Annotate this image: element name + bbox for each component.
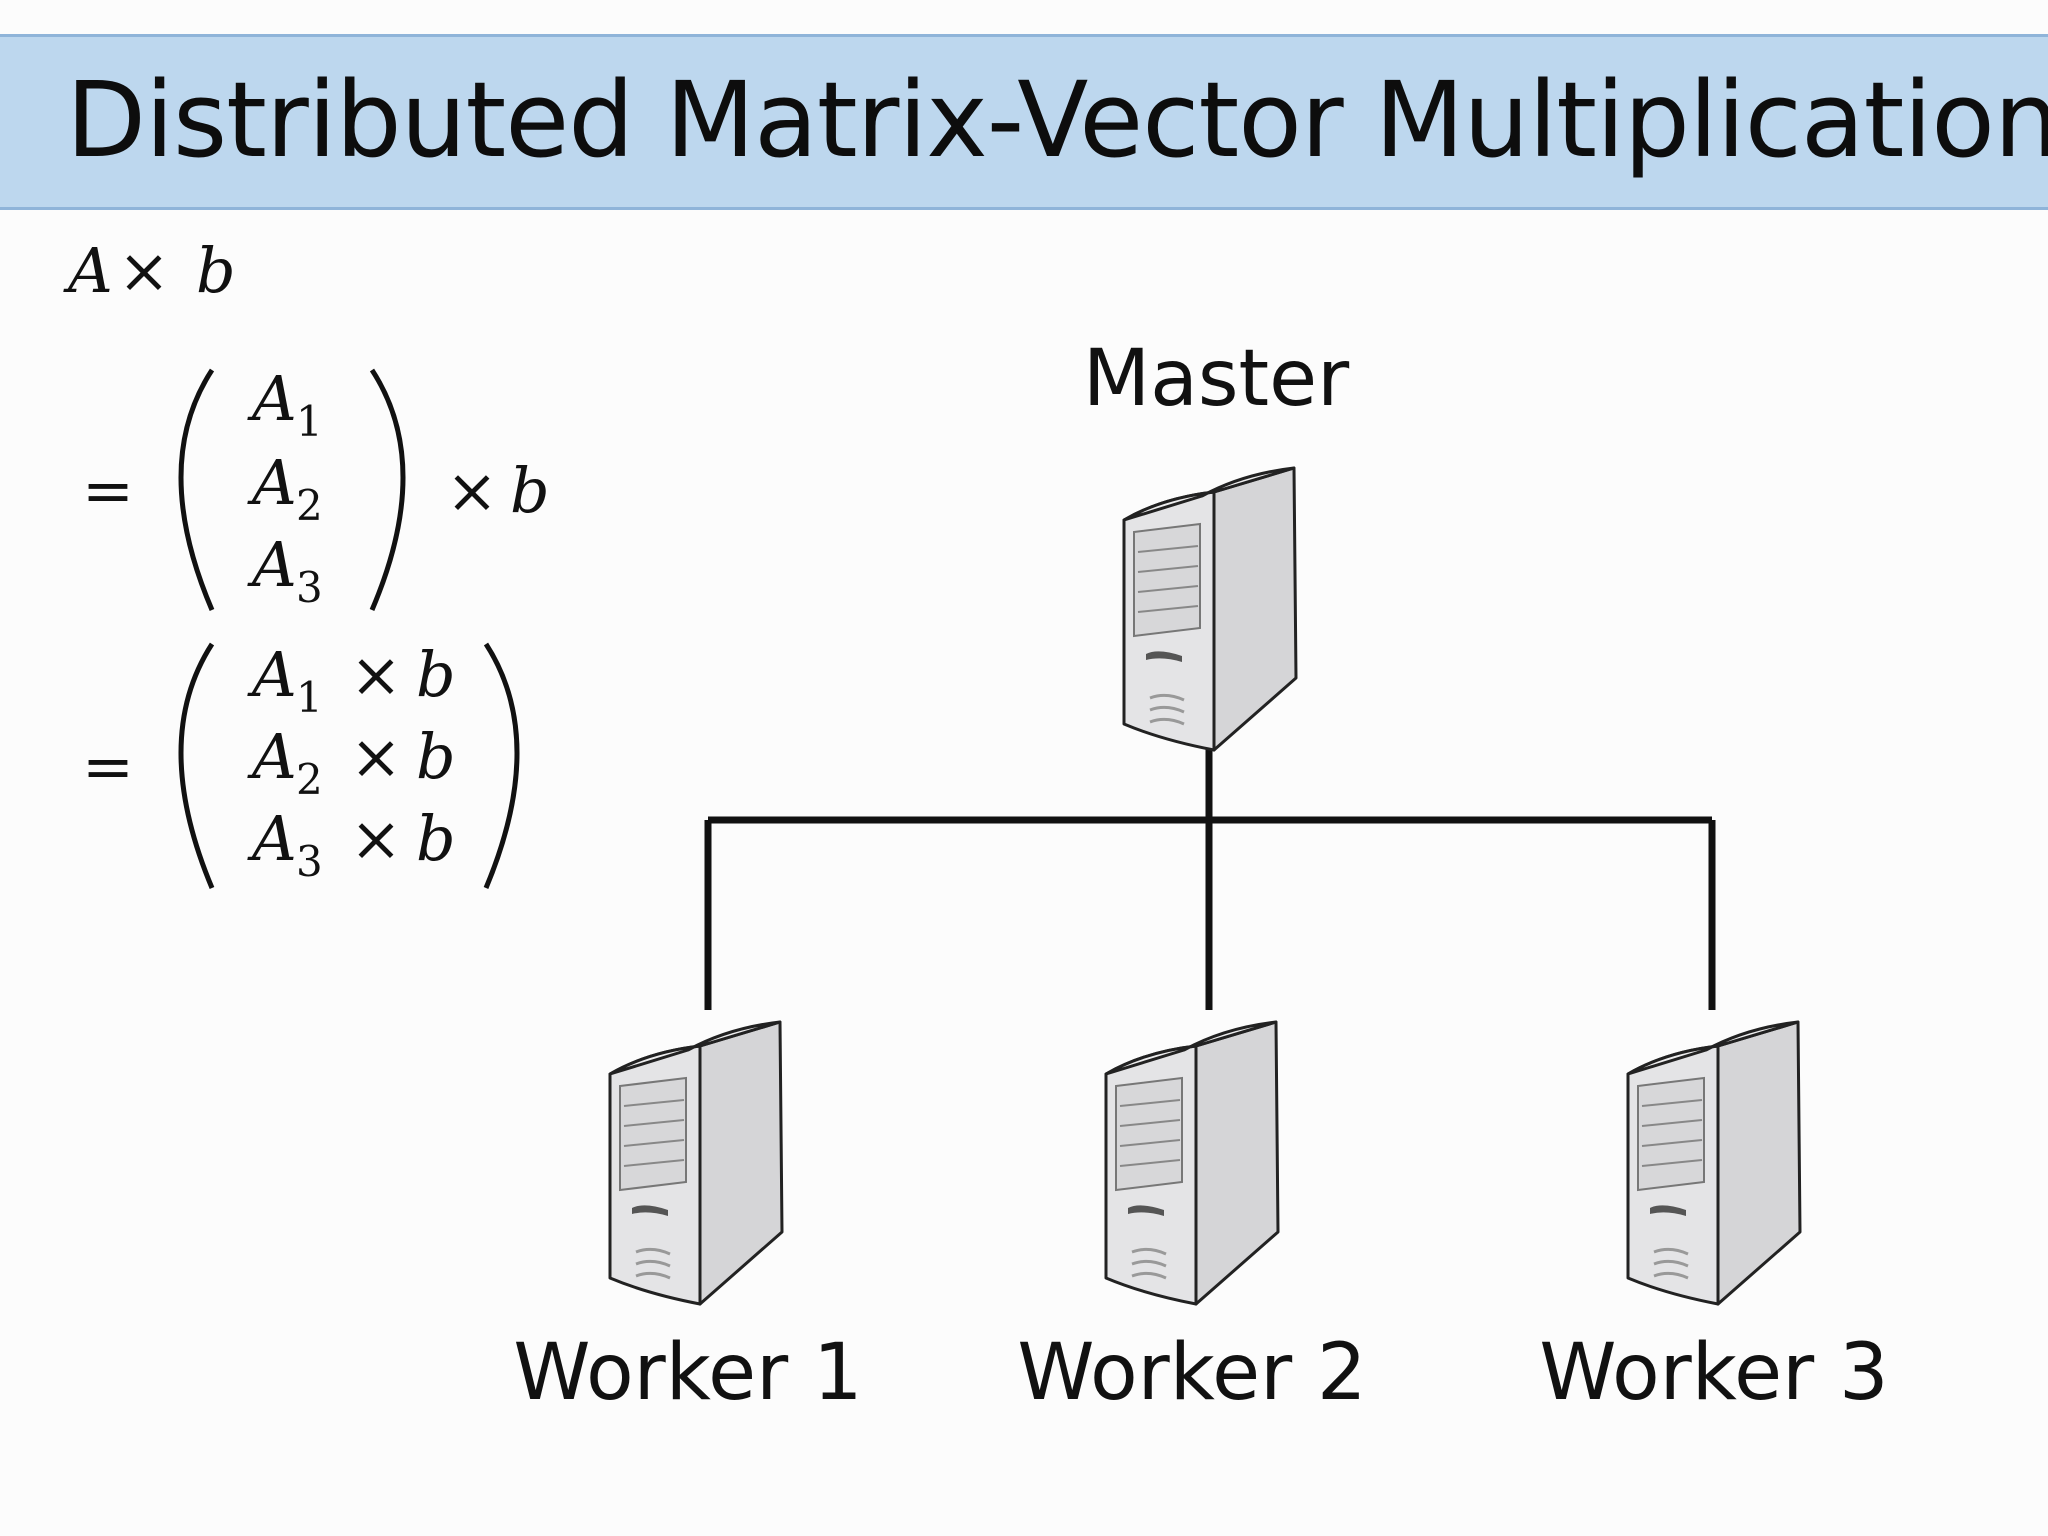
matrix-row-sub: 1 — [296, 397, 323, 446]
equation-times: × — [350, 638, 402, 711]
matrix-row-sub: 2 — [296, 481, 323, 530]
equation-var-b: b — [416, 638, 456, 711]
matrix-row-sub: 3 — [296, 563, 323, 612]
worker-1-label: Worker 1 — [513, 1328, 863, 1418]
worker-2-server-icon — [1104, 1020, 1280, 1306]
equation-times: × — [350, 720, 402, 793]
left-paren — [178, 368, 215, 611]
equation-var-b: b — [510, 454, 550, 527]
equation-line-1: A × b — [63, 240, 236, 307]
title-bar: Distributed Matrix-Vector Multiplication — [0, 34, 2048, 210]
master-label: Master — [1082, 334, 1350, 424]
matrix-row-var: A — [247, 446, 297, 519]
matrix-row-var: A — [247, 528, 297, 601]
slide-title: Distributed Matrix-Vector Multiplication — [66, 59, 2048, 181]
equation-times: × — [118, 240, 170, 307]
equation-var-A: A — [63, 240, 113, 307]
matrix-row-var: A — [247, 720, 297, 793]
matrix-row-var: A — [247, 638, 297, 711]
equation-times: × — [350, 802, 402, 875]
worker-2-label: Worker 2 — [1017, 1328, 1367, 1418]
equation-line-3: = A 1 × b A 2 × b A 3 × b — [82, 638, 520, 889]
right-paren — [369, 368, 406, 611]
equation-var-b: b — [416, 720, 456, 793]
left-paren — [178, 642, 215, 889]
master-server-icon — [1122, 466, 1298, 752]
matrix-row-sub: 1 — [296, 673, 323, 722]
equation-equals: = — [82, 730, 134, 803]
worker-3-server-icon — [1626, 1020, 1802, 1306]
equation-var-b: b — [416, 802, 456, 875]
equation-block: A × b = A 1 A 2 A 3 × b = A 1 × b A 2 × … — [63, 240, 550, 889]
worker-1-server-icon — [608, 1020, 784, 1306]
equation-times: × — [446, 454, 498, 527]
matrix-row-var: A — [247, 802, 297, 875]
connector-lines — [704, 732, 1716, 1010]
right-paren — [483, 642, 520, 889]
equation-var-b: b — [196, 240, 236, 307]
matrix-row-sub: 3 — [296, 837, 323, 886]
equation-equals: = — [82, 454, 134, 527]
matrix-row-var: A — [247, 362, 297, 435]
matrix-row-sub: 2 — [296, 755, 323, 804]
worker-3-label: Worker 3 — [1539, 1328, 1889, 1418]
equation-line-2: = A 1 A 2 A 3 × b — [82, 362, 550, 612]
